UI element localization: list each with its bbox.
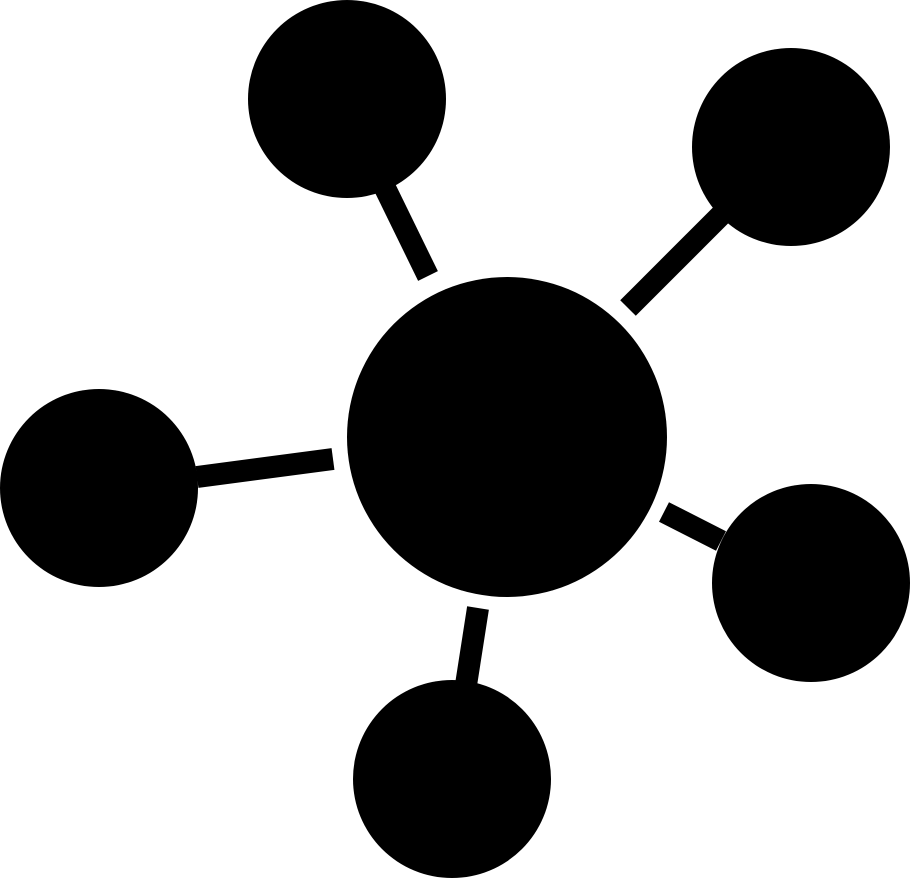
connector-top-right [620,206,730,316]
satellite-node-top-left [248,0,446,198]
connector-bottom [455,606,489,687]
satellite-node-bottom [353,680,551,878]
connector-lines [195,183,730,687]
connector-right [659,502,726,551]
satellite-node-right [712,484,910,682]
satellite-node-left [0,389,198,587]
center-node [347,277,667,597]
satellite-node-top-right [692,48,890,246]
connector-left [195,448,335,488]
connector-top-left [375,183,438,281]
